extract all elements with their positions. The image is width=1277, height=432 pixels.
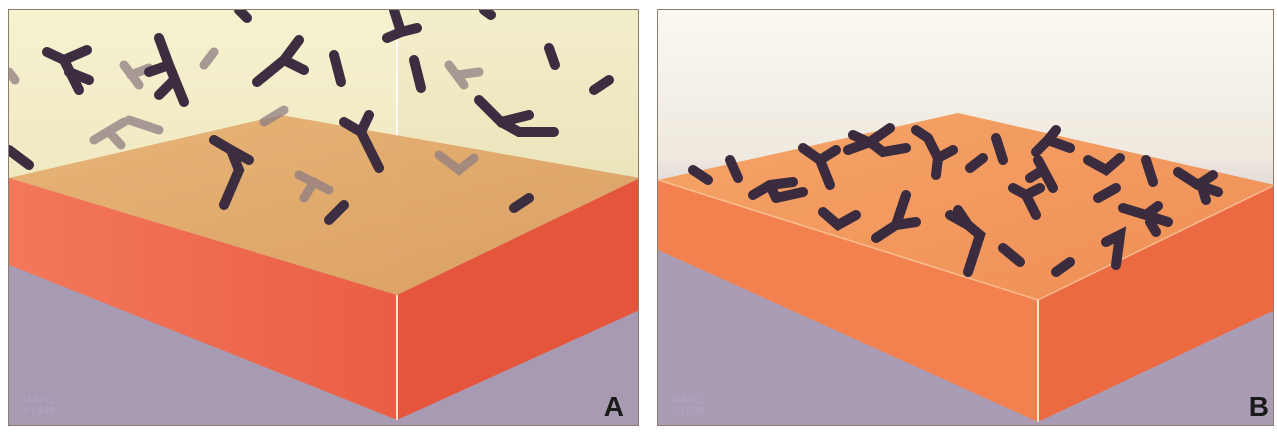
bacterium	[1146, 160, 1153, 182]
bacterium	[239, 10, 247, 18]
bacterium	[549, 48, 555, 65]
panel-a: MAYO©1998 A	[8, 9, 639, 426]
bacterium	[996, 138, 1003, 160]
bacterium	[414, 60, 421, 88]
illustration-planktonic-bacteria	[9, 10, 639, 426]
panel-label: A	[604, 391, 624, 423]
copyright-watermark: MAYO©1998	[23, 395, 55, 417]
panel-label: B	[1249, 391, 1269, 423]
bacterium	[334, 55, 341, 82]
illustration-biofilm-bacteria	[658, 10, 1274, 426]
bacterium	[9, 72, 15, 80]
panel-b: MAYO©1998 B	[657, 9, 1274, 426]
copyright-watermark: MAYO©1998	[672, 395, 704, 417]
bacterium	[484, 10, 491, 15]
